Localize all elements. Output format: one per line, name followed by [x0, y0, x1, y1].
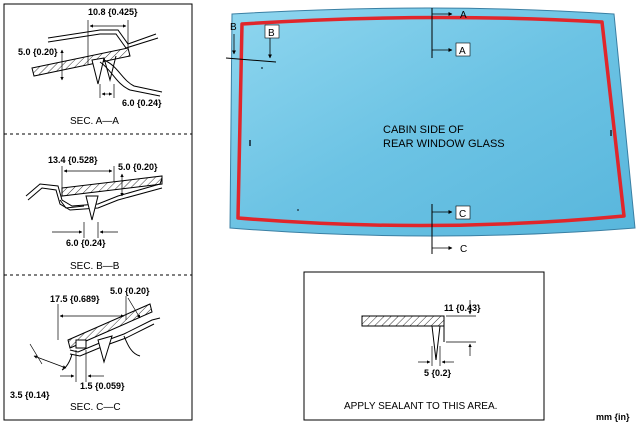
- sec-b-dim-right: 5.0 {0.20}: [118, 162, 158, 172]
- sec-c-caption: SEC. C—C: [70, 402, 121, 413]
- glass-label-line1: CABIN SIDE OF: [383, 124, 464, 136]
- sec-b-caption: SEC. B—B: [70, 261, 120, 272]
- marker-a-top: A: [460, 10, 467, 21]
- sec-b-dim-bottom: 6.0 {0.24}: [66, 238, 106, 248]
- sec-c-dim-bottom: 1.5 {0.059}: [80, 381, 125, 391]
- marker-c-bottom: C: [460, 244, 467, 255]
- sealant-detail: 11 {0.43} 5 {0.2} APPLY SEALANT TO THIS …: [303, 271, 545, 421]
- glass-label-line2: REAR WINDOW GLASS: [383, 138, 505, 150]
- sec-a-dim-top: 10.8 {0.425}: [88, 7, 138, 17]
- sec-a-caption: SEC. A—A: [70, 116, 119, 127]
- marker-a-inner: A: [459, 46, 466, 57]
- section-a-a: 10.8 {0.425} 5.0 {0.20} 6.0 {0.24} SEC. …: [18, 7, 163, 127]
- marker-b-outer: B: [230, 22, 237, 33]
- rear-window-glass: CABIN SIDE OF REAR WINDOW GLASS: [229, 7, 636, 237]
- marker-b-inner: B: [268, 28, 275, 39]
- sec-a-dim-left: 5.0 {0.20}: [18, 47, 58, 57]
- sec-c-dim-top: 17.5 {0.689}: [50, 294, 100, 304]
- units-label: mm {in}: [596, 412, 630, 422]
- detail-dim-top: 11 {0.43}: [444, 303, 481, 313]
- glass-outline: [229, 7, 636, 237]
- detail-caption: APPLY SEALANT TO THIS AREA.: [344, 401, 497, 412]
- sec-c-dim-left: 3.5 {0.14}: [10, 390, 50, 400]
- sec-c-dim-top-right: 5.0 {0.20}: [110, 286, 150, 296]
- section-markers: A A B B C C: [225, 8, 471, 255]
- sec-a-dim-bottom: 6.0 {0.24}: [122, 98, 162, 108]
- section-b-b: 13.4 {0.528} 5.0 {0.20} 6.0 {0.24} SEC. …: [25, 155, 163, 272]
- detail-dim-bottom: 5 {0.2}: [424, 368, 452, 378]
- section-c-c: 5.0 {0.20} 17.5 {0.689} 3.5 {0.14} 1.5 {…: [10, 286, 161, 413]
- marker-c-inner: C: [459, 209, 466, 220]
- sec-b-dim-top: 13.4 {0.528}: [48, 155, 98, 165]
- sealant-bead: [236, 15, 626, 228]
